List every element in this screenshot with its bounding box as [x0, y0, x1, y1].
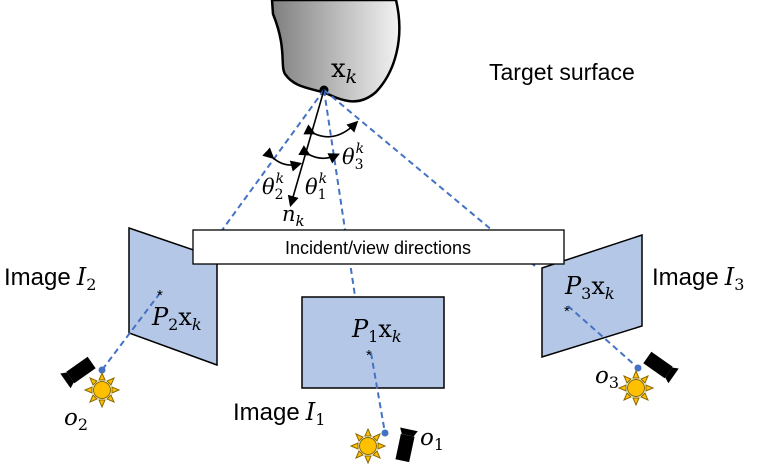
caption-text: Incident/view directions: [285, 238, 471, 258]
camera-center-1: [381, 429, 389, 437]
origin-label-2: o2: [64, 405, 88, 434]
angle-arc-theta3: [303, 120, 359, 138]
surface-point-label: xk: [331, 54, 357, 88]
ray-to-image-2: [211, 89, 325, 245]
caption-box: [192, 229, 565, 265]
projection-label-1: P1xk: [351, 315, 402, 346]
origin-label-1: o1: [420, 425, 444, 454]
angle-arc-theta1: [298, 145, 340, 164]
camera-center-2: [98, 366, 106, 374]
camera-icon-3: [642, 350, 679, 384]
ray-image-2-to-camera: [101, 292, 161, 371]
ray-to-image-3: [323, 89, 536, 267]
camera-center-3: [634, 364, 642, 372]
theta1-label: θ1k: [305, 171, 327, 203]
camera-icon-2: [60, 355, 97, 389]
image-plane-1: [301, 296, 445, 389]
ray-image-3-to-camera: [567, 305, 639, 369]
image-point-marker-3: *: [564, 303, 570, 320]
normal-label: nk: [282, 202, 305, 230]
sun-icon-3: [618, 370, 654, 406]
ray-to-image-1: [323, 89, 356, 297]
projection-label-2: P2xk: [151, 303, 202, 334]
theta2-label: θ2k: [262, 171, 284, 203]
angle-arc-theta2: [262, 147, 303, 172]
camera-icon-1: [393, 427, 418, 463]
image-plane-3: [541, 233, 643, 359]
image-point-marker-1: *: [366, 347, 372, 364]
sun-icon-1: [350, 428, 386, 464]
sun-icon-2: [84, 372, 120, 408]
image-point-marker-2: *: [157, 287, 163, 304]
target-surface: [270, 0, 401, 103]
target-surface-label: Target surface: [489, 59, 635, 85]
ray-image-1-to-camera: [370, 352, 386, 434]
projection-label-3: P3xk: [564, 272, 615, 303]
origin-label-3: o3: [595, 363, 619, 392]
theta3-label: θ3k: [342, 141, 364, 173]
